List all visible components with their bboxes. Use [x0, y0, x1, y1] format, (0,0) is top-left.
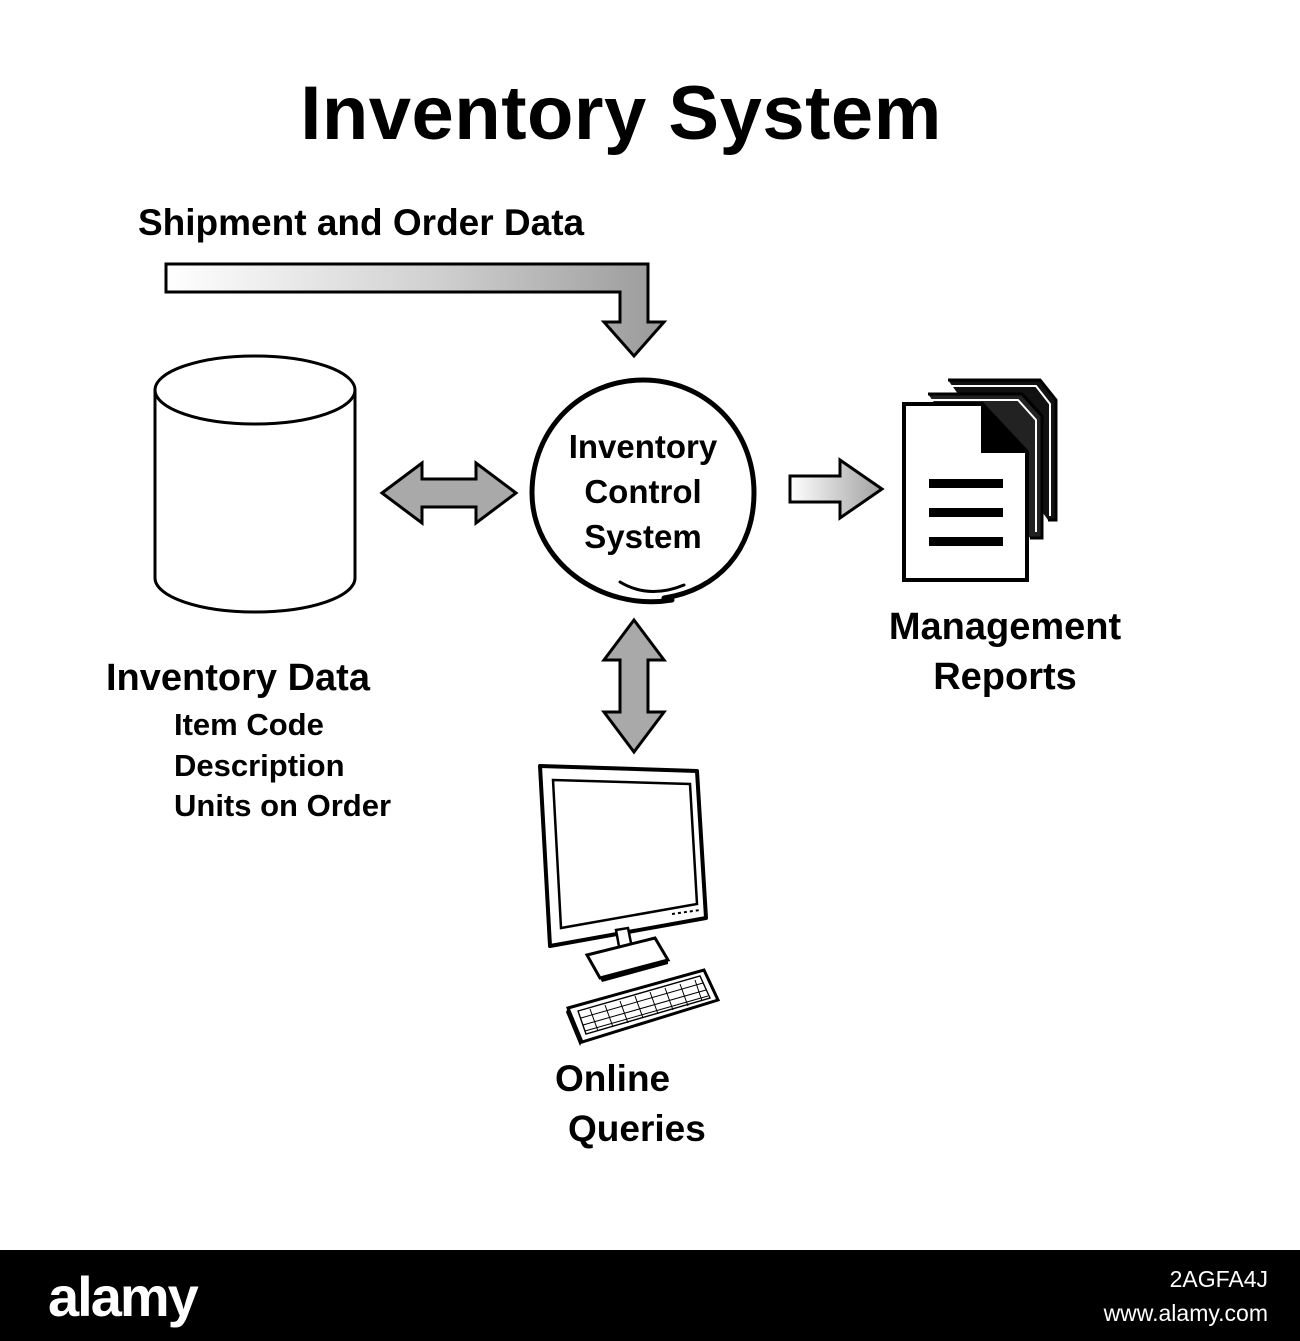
online-queries-label-line: Queries: [568, 1108, 706, 1149]
reports-label-line: Reports: [933, 656, 1077, 698]
online-queries-label-line: Online: [555, 1058, 671, 1099]
brand-logo: alamy: [48, 1265, 199, 1328]
reports-arrow: [788, 457, 885, 521]
reports-documents-icon: [902, 378, 1058, 582]
management-reports-label: Management Reports: [860, 602, 1150, 702]
image-id-text: 2AGFA4J: [1169, 1266, 1268, 1292]
inventory-field: Item Code: [174, 707, 324, 742]
shipment-arrow: [164, 262, 668, 359]
inventory-field: Description: [174, 748, 345, 783]
shipment-order-data-label: Shipment and Order Data: [138, 202, 585, 243]
diagram-title: Inventory System: [300, 71, 942, 156]
control-label-line: Control: [584, 473, 702, 510]
inventory-field: Units on Order: [174, 788, 392, 823]
control-system-circle: [529, 377, 757, 605]
watermark-footer: alamy 2AGFA4J www.alamy.com: [0, 1250, 1300, 1341]
control-label-line: System: [584, 518, 702, 555]
queries-double-arrow: [601, 617, 667, 755]
site-url-text: www.alamy.com: [1103, 1300, 1268, 1326]
control-label-line: Inventory: [568, 428, 718, 465]
control-system-label: Inventory Control System: [530, 424, 756, 559]
database-cylinder-icon: [153, 354, 357, 614]
diagram-canvas: [153, 262, 1058, 1046]
inventory-data-title: Inventory Data: [106, 657, 370, 699]
computer-icon: [538, 764, 721, 1046]
reports-label-line: Management: [888, 606, 1122, 648]
database-control-double-arrow: [379, 460, 519, 526]
